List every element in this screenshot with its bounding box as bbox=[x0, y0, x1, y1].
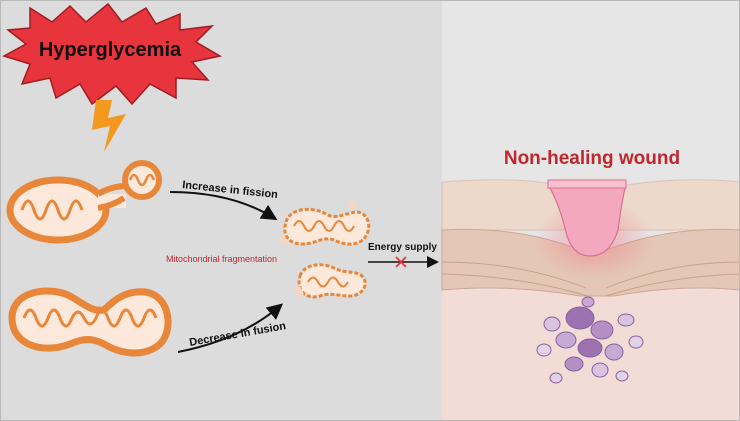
wound-title: Non-healing wound bbox=[504, 148, 680, 169]
lightning-bolt-icon bbox=[92, 100, 126, 152]
fission-arrow bbox=[169, 191, 278, 221]
hyperglycemia-burst: Hyperglycemia bbox=[2, 2, 223, 106]
fragmentation-label: Mitochondrial fragmentation bbox=[166, 254, 277, 264]
mitochondrion-dividing bbox=[6, 160, 162, 244]
burst-shape bbox=[2, 2, 223, 106]
energy-supply-label: Energy supply bbox=[368, 242, 437, 253]
hyperglycemia-label: Hyperglycemia bbox=[39, 39, 182, 61]
inflammatory-cell-cluster bbox=[536, 296, 644, 384]
fragmented-mitochondrion-bottom bbox=[294, 263, 367, 299]
blocked-cross-icon bbox=[395, 256, 407, 268]
mitochondrion-fused bbox=[8, 287, 172, 357]
fusion-arrow bbox=[177, 303, 284, 353]
fragmented-mitochondrion-top bbox=[278, 200, 371, 246]
wound-bed bbox=[546, 183, 627, 257]
